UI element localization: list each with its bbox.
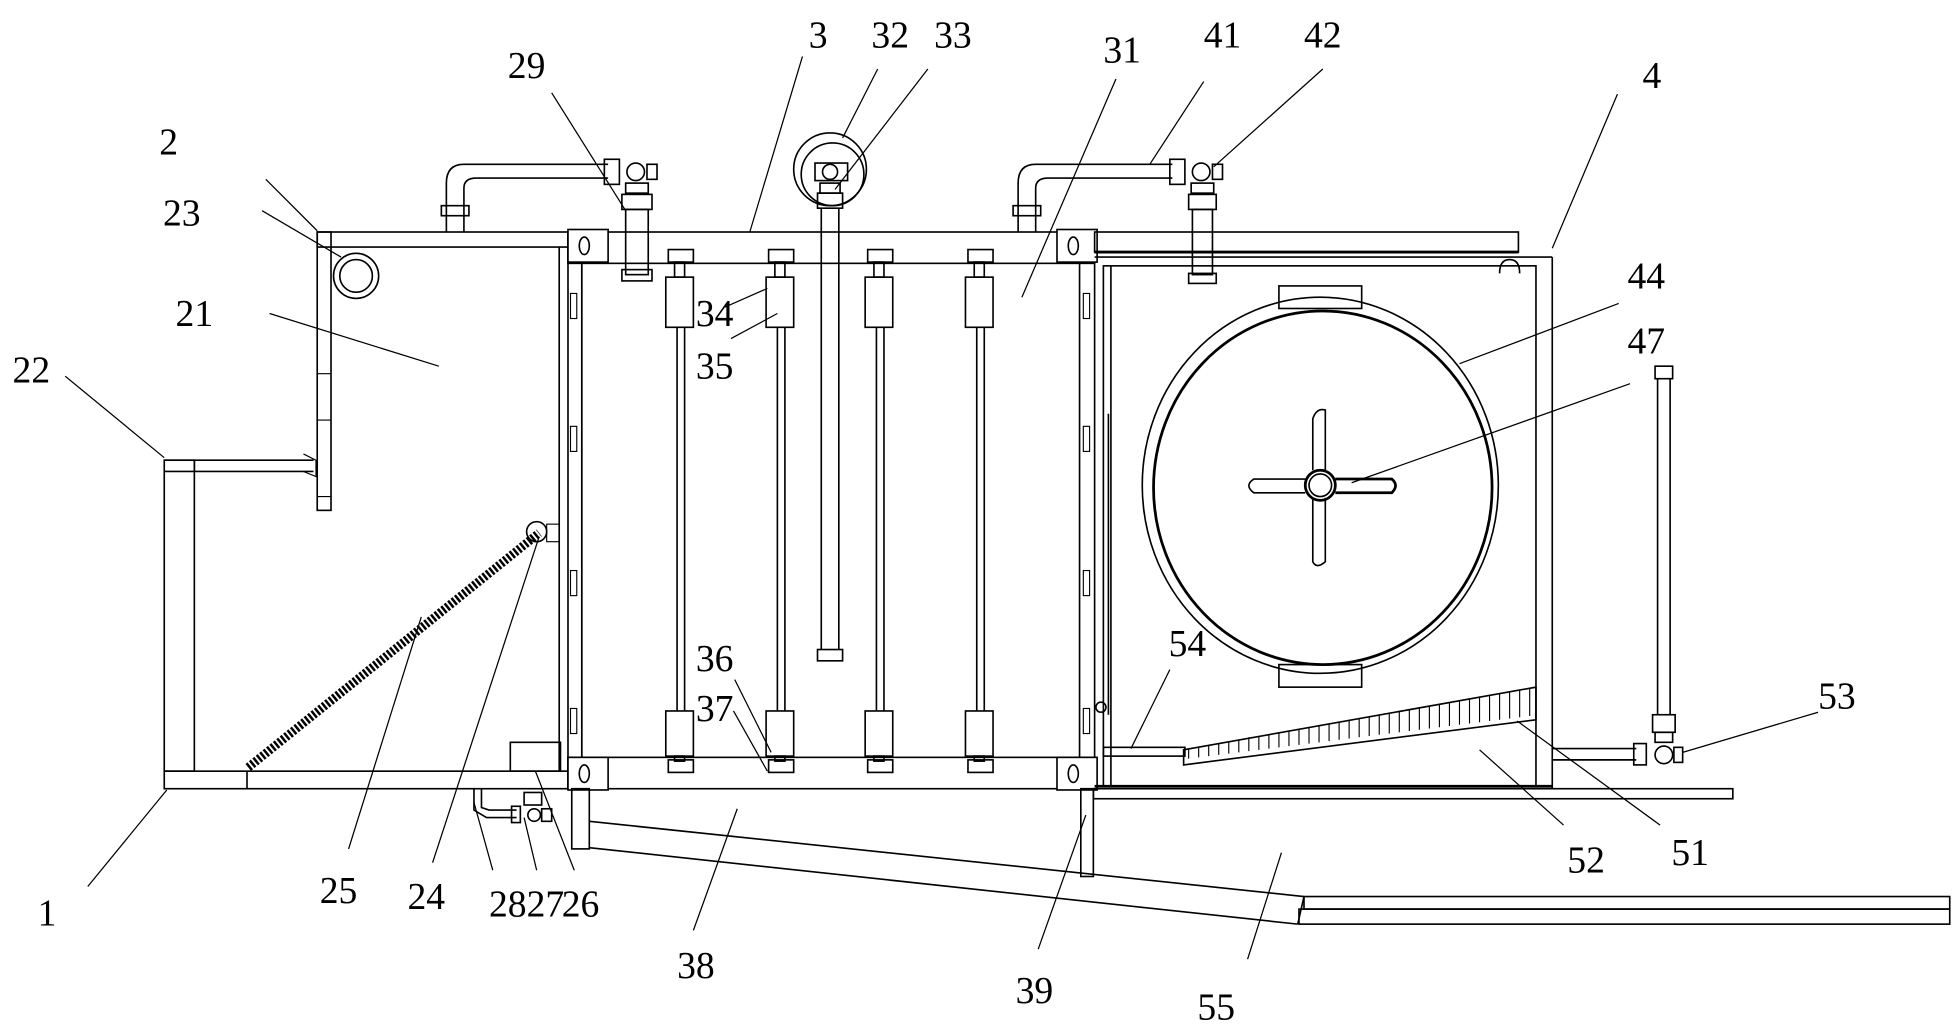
label-27: 27: [527, 884, 565, 926]
label-39: 39: [1016, 970, 1054, 1012]
label-35: 35: [696, 346, 734, 388]
label-42: 42: [1304, 15, 1342, 57]
pipe-41: [1012, 158, 1224, 285]
label-28: 28: [489, 884, 527, 926]
drum: [1141, 296, 1500, 675]
outlet-valve: [1552, 365, 1684, 766]
leader-lines: [64, 56, 1819, 960]
label-38: 38: [677, 945, 715, 987]
label-37: 37: [696, 688, 734, 730]
second-tank: [567, 132, 1098, 791]
label-22: 22: [13, 349, 51, 391]
label-52: 52: [1567, 840, 1605, 882]
discharge-assembly: [570, 787, 1951, 925]
feed-pipe: [440, 158, 658, 282]
label-55: 55: [1197, 986, 1235, 1028]
label-4: 4: [1643, 55, 1662, 97]
rod-assembly-2: [765, 248, 795, 774]
label-47: 47: [1627, 321, 1665, 363]
rod-assembly-1: [664, 248, 695, 774]
reference-labels: 1 2 23 21 22 25 24 28 27 26 29 3 32 33 3…: [13, 15, 1856, 1029]
gauge-assembly: [792, 132, 868, 662]
label-23: 23: [163, 193, 201, 235]
mesh-screen: [245, 529, 542, 771]
label-36: 36: [696, 638, 734, 680]
base-frame: [163, 459, 579, 790]
label-24: 24: [408, 876, 446, 918]
label-21: 21: [176, 293, 214, 335]
label-34: 34: [696, 293, 734, 335]
label-53: 53: [1818, 675, 1856, 717]
label-3: 3: [809, 15, 828, 57]
label-51: 51: [1671, 832, 1709, 874]
label-26: 26: [562, 884, 600, 926]
label-54: 54: [1169, 623, 1207, 665]
label-41: 41: [1204, 15, 1242, 57]
first-tank: [245, 231, 569, 824]
label-33: 33: [934, 15, 972, 57]
rod-assembly-3: [864, 248, 894, 774]
label-44: 44: [1627, 255, 1665, 297]
label-31: 31: [1103, 30, 1141, 72]
label-1: 1: [38, 892, 57, 934]
label-32: 32: [871, 15, 909, 57]
inlet-port: [332, 252, 380, 300]
label-29: 29: [508, 45, 546, 87]
agitator-blades: [1248, 408, 1397, 567]
third-tank: [1093, 231, 1554, 789]
label-2: 2: [159, 121, 178, 163]
rod-assembly-4: [964, 248, 994, 774]
label-25: 25: [320, 870, 358, 912]
